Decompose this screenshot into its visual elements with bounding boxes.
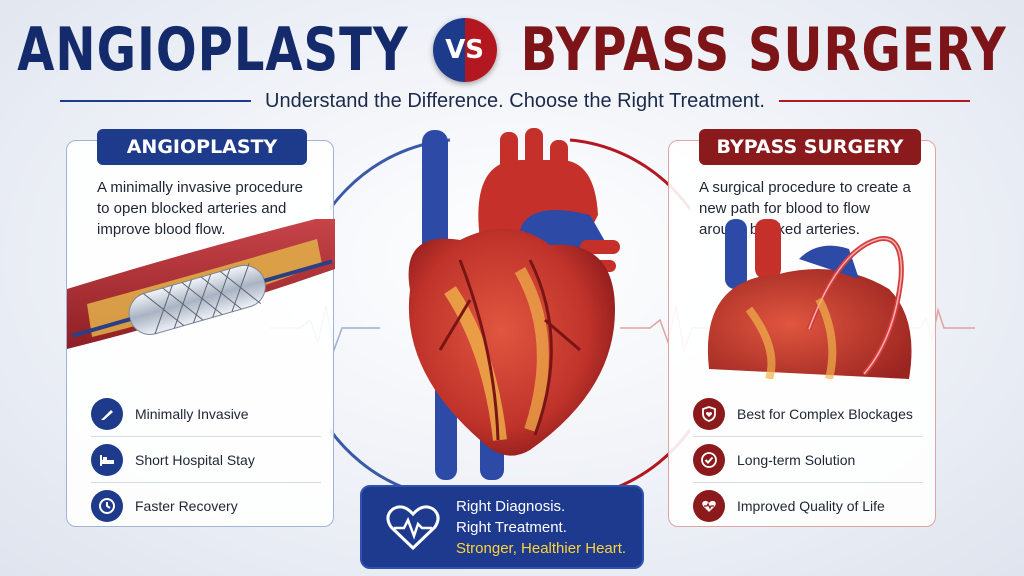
feature-label: Long-term Solution — [737, 451, 856, 468]
tagline-text: Right Diagnosis. Right Treatment. Strong… — [456, 496, 626, 559]
vs-badge: VS — [432, 18, 497, 82]
angioplasty-panel: ANGIOPLASTY A minimally invasive procedu… — [66, 129, 335, 528]
shield-heart-icon — [693, 397, 725, 430]
subtitle: Understand the Difference. Choose the Ri… — [265, 89, 765, 112]
tagline-line-2: Right Treatment. — [456, 518, 567, 536]
angioplasty-description: A minimally invasive procedure to open b… — [97, 179, 303, 238]
feature-label: Improved Quality of Life — [737, 497, 885, 514]
vs-label: VS — [445, 35, 485, 65]
tagline-line-3: Stronger, Healthier Heart. — [456, 539, 627, 557]
hospital-bed-icon — [91, 443, 123, 476]
title-angioplasty: ANGIOPLASTY — [17, 15, 409, 85]
feature-faster-recovery: Faster Recovery — [91, 482, 321, 528]
bypass-graft-illustration — [707, 219, 912, 379]
bypass-features: Best for Complex Blockages Long-term Sol… — [693, 391, 923, 528]
heart-pulse-icon — [693, 489, 725, 522]
stent-artery-illustration — [67, 219, 335, 349]
check-circle-icon — [693, 443, 725, 476]
tagline-box: Right Diagnosis. Right Treatment. Strong… — [360, 485, 644, 569]
feature-complex-blockages: Best for Complex Blockages — [693, 391, 923, 436]
subtitle-divider-left — [60, 100, 252, 102]
subtitle-divider-right — [778, 100, 971, 102]
feature-long-term-solution: Long-term Solution — [693, 436, 923, 482]
feature-minimally-invasive: Minimally Invasive — [91, 391, 321, 436]
feature-short-hospital-stay: Short Hospital Stay — [91, 436, 321, 482]
feature-label: Faster Recovery — [135, 497, 238, 514]
scalpel-icon — [91, 397, 123, 430]
feature-quality-of-life: Improved Quality of Life — [693, 482, 923, 528]
angioplasty-features: Minimally Invasive Short Hospital Stay F… — [91, 391, 321, 528]
subtitle-row: Understand the Difference. Choose the Ri… — [60, 88, 971, 114]
heart-illustration — [408, 128, 620, 480]
tagline-line-1: Right Diagnosis. — [456, 497, 566, 515]
angioplasty-tag: ANGIOPLASTY — [97, 129, 307, 165]
title-bypass-surgery: BYPASS SURGERY — [520, 15, 1007, 85]
feature-label: Best for Complex Blockages — [737, 405, 913, 422]
clock-icon — [91, 489, 123, 522]
heart-pulse-icon — [386, 505, 440, 551]
bypass-tag: BYPASS SURGERY — [699, 129, 921, 165]
feature-label: Short Hospital Stay — [135, 451, 255, 468]
header: ANGIOPLASTY VS BYPASS SURGERY — [0, 10, 1024, 90]
feature-label: Minimally Invasive — [135, 405, 249, 422]
bypass-panel: BYPASS SURGERY A surgical procedure to c… — [668, 129, 936, 528]
